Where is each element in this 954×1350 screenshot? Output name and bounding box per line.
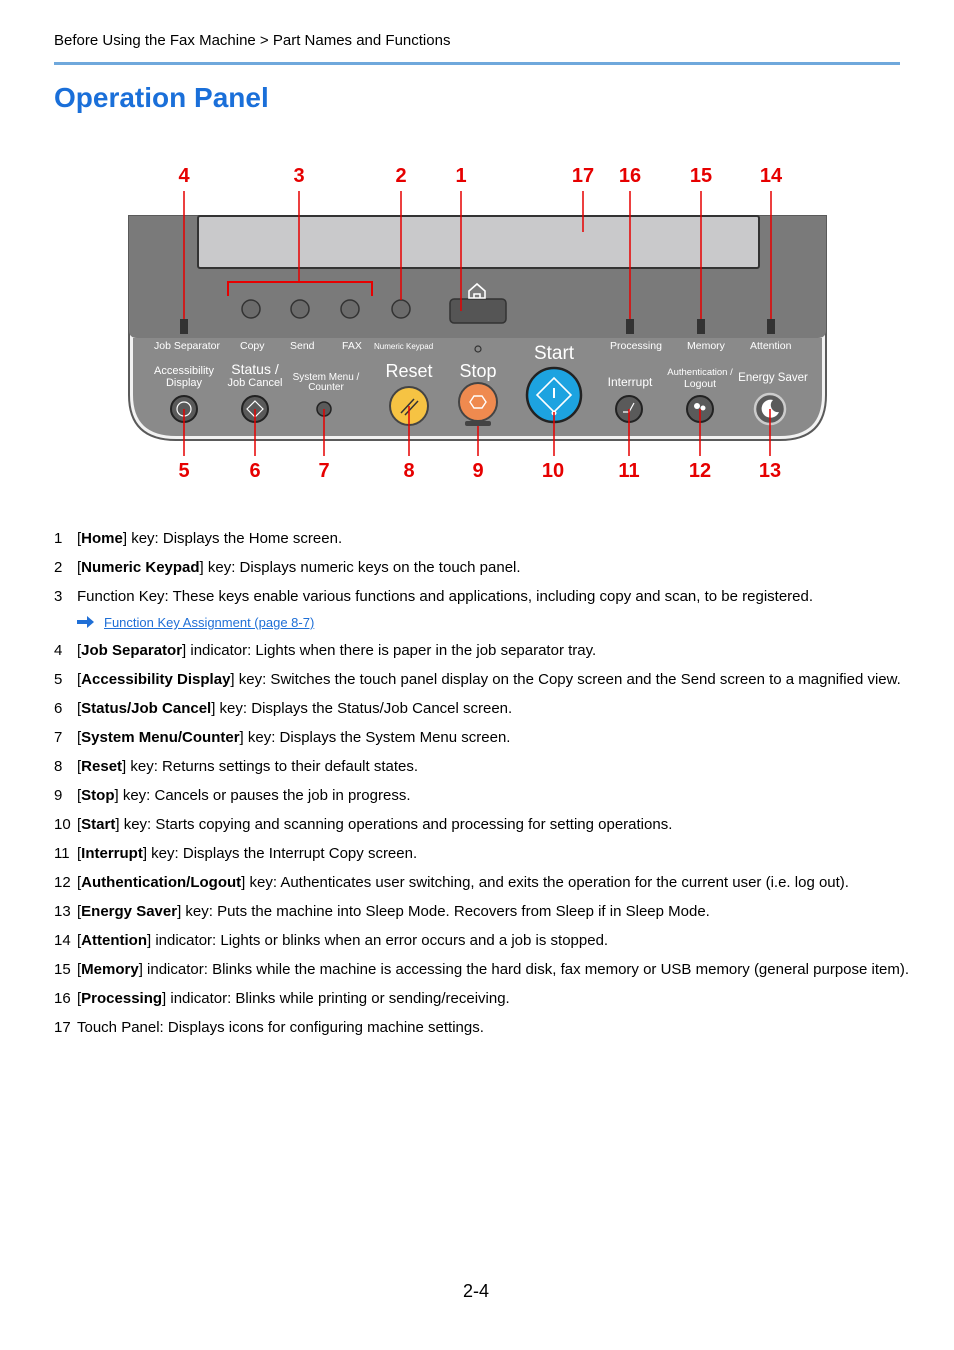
operation-panel-figure: Job Separator F1 Copy F2 Send F3 FAX Num… — [0, 150, 954, 500]
callout-1: 1 — [455, 165, 466, 187]
callout-15: 15 — [690, 165, 712, 187]
start-label: Start — [534, 343, 575, 364]
function-key-assignment-link[interactable]: Function Key Assignment (page 8-7) — [104, 615, 315, 630]
reset-label: Reset — [385, 361, 432, 381]
item-number: 10 — [54, 816, 71, 833]
item-number: 14 — [54, 932, 71, 949]
list-item: 11[Interrupt] key: Displays the Interrup… — [54, 845, 418, 862]
callout-9: 9 — [472, 460, 483, 482]
accessibility-label-1: Accessibility — [154, 365, 214, 377]
job-separator-label: Job Separator — [154, 340, 220, 352]
memory-led — [697, 319, 705, 334]
list-item: 1[Home] key: Displays the Home screen. — [54, 530, 343, 547]
callout-numbers: 4 3 2 1 17 16 15 14 5 6 7 8 9 10 11 12 1… — [178, 165, 783, 482]
list-item: 15[Memory] indicator: Blinks while the m… — [54, 961, 910, 978]
list-item: 7[System Menu/Counter] key: Displays the… — [54, 729, 511, 746]
list-item: 2[Numeric Keypad] key: Displays numeric … — [54, 559, 521, 576]
processing-label: Processing — [610, 340, 662, 352]
list-item: 9[Stop] key: Cancels or pauses the job i… — [54, 787, 411, 804]
callout-16: 16 — [619, 165, 641, 187]
item-number: 8 — [54, 758, 63, 775]
stop-led — [465, 421, 491, 426]
callout-7: 7 — [318, 460, 329, 482]
callout-17: 17 — [572, 165, 594, 187]
callout-11: 11 — [618, 460, 639, 482]
item-number: 1 — [54, 530, 63, 547]
item-number: 11 — [54, 845, 70, 862]
home-icon — [468, 282, 486, 299]
stop-key — [458, 382, 498, 422]
callout-4: 4 — [178, 165, 190, 187]
item-number: 2 — [54, 559, 63, 576]
description-list: 1[Home] key: Displays the Home screen. 2… — [54, 530, 914, 1048]
list-item: 6[Status/Job Cancel] key: Displays the S… — [54, 700, 513, 717]
list-item: 14[Attention] indicator: Lights or blink… — [54, 932, 609, 949]
attention-led — [767, 319, 775, 334]
item-number: 15 — [54, 961, 71, 978]
job-separator-led — [180, 319, 188, 334]
numeric-keypad-key — [391, 299, 411, 319]
item-number: 5 — [54, 671, 63, 688]
function-key-link-row: Function Key Assignment (page 8-7) — [54, 614, 914, 630]
attention-label: Attention — [750, 340, 792, 352]
callout-13: 13 — [759, 460, 781, 482]
fax-label: FAX — [342, 340, 362, 352]
processing-led — [626, 319, 634, 334]
list-item: 4[Job Separator] indicator: Lights when … — [54, 642, 597, 659]
breadcrumb: Before Using the Fax Machine > Part Name… — [54, 32, 451, 49]
function-key-bracket — [227, 281, 373, 296]
list-item: 5[Accessibility Display] key: Switches t… — [54, 671, 901, 688]
callout-5: 5 — [178, 460, 189, 482]
callout-12: 12 — [689, 460, 711, 482]
item-number: 6 — [54, 700, 63, 717]
item-number: 3 — [54, 588, 63, 605]
auth-label-2: Logout — [684, 378, 716, 390]
f2-key — [290, 299, 310, 319]
callout-2: 2 — [395, 165, 406, 187]
system-menu-label-2: Counter — [308, 382, 344, 393]
arrow-icon — [77, 616, 94, 628]
accessibility-label-2: Display — [166, 377, 203, 389]
item-number: 7 — [54, 729, 63, 746]
item-number: 4 — [54, 642, 63, 659]
auth-label-1: Authentication / — [667, 367, 733, 378]
interrupt-label: Interrupt — [608, 375, 653, 389]
system-menu-label-1: System Menu / — [293, 372, 360, 383]
callout-14: 14 — [760, 165, 783, 187]
operation-panel-illustration: Job Separator F1 Copy F2 Send F3 FAX Num… — [128, 165, 827, 482]
memory-label: Memory — [687, 340, 726, 352]
copy-label: Copy — [240, 340, 265, 352]
callout-3: 3 — [293, 165, 304, 187]
callout-6: 6 — [249, 460, 260, 482]
item-number: 16 — [54, 990, 71, 1007]
callout-lines — [183, 191, 772, 456]
touch-panel-screen — [197, 215, 760, 269]
header-divider — [54, 62, 900, 65]
home-key — [449, 298, 507, 324]
energy-saver-label: Energy Saver — [738, 372, 808, 384]
list-item: 16[Processing] indicator: Blinks while p… — [54, 990, 510, 1007]
list-item: 12[Authentication/Logout] key: Authentic… — [54, 874, 849, 891]
stop-indicator-dot — [474, 345, 482, 353]
stop-label: Stop — [459, 361, 496, 381]
callout-10: 10 — [542, 460, 564, 482]
f3-key — [340, 299, 360, 319]
status-label-2: Job Cancel — [227, 377, 282, 389]
item-number: 13 — [54, 903, 71, 920]
page-number: 2-4 — [463, 1281, 490, 1301]
item-number: 12 — [54, 874, 71, 891]
f1-key — [241, 299, 261, 319]
list-item: 8[Reset] key: Returns settings to their … — [54, 758, 419, 775]
send-label: Send — [290, 340, 315, 352]
item-number: 9 — [54, 787, 63, 804]
list-item: 10[Start] key: Starts copying and scanni… — [54, 816, 673, 833]
callout-8: 8 — [403, 460, 414, 482]
item-number: 17 — [54, 1019, 71, 1036]
status-label-1: Status / — [231, 361, 279, 377]
page-title: Operation Panel — [54, 82, 269, 113]
numeric-keypad-label: Numeric Keypad — [374, 342, 433, 351]
list-item: 13[Energy Saver] key: Puts the machine i… — [54, 903, 710, 920]
